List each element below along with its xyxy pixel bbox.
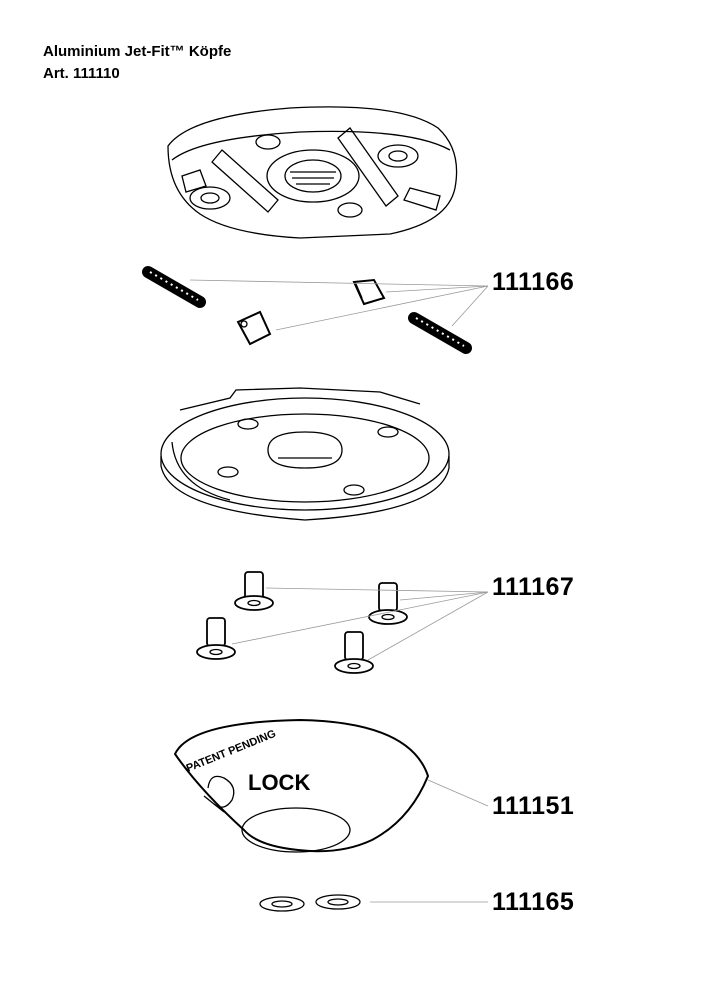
lock-cap: PATENT PENDING LOCK: [173, 718, 489, 853]
article-number: Art. 111110: [43, 65, 120, 82]
drawing-title: Aluminium Jet-Fit™ Köpfe: [43, 43, 232, 60]
lock-symbol-icon: [203, 775, 235, 813]
part-number-111151: 111151: [492, 792, 575, 820]
base-plate: [160, 387, 450, 521]
line-clip-lower: [236, 310, 272, 346]
part-number-111165: 111165: [492, 888, 575, 916]
part-number-111167: 111167: [492, 573, 575, 601]
washers-group: [259, 894, 488, 912]
leader-line-111151: [427, 779, 489, 807]
washer-1: [259, 896, 305, 912]
line-clip-upper: [352, 278, 386, 306]
part-number-111166: 111166: [492, 268, 575, 296]
pins-and-clips-group: [142, 266, 489, 354]
screw-3: [196, 617, 236, 660]
screw-4: [334, 631, 374, 674]
washer-2: [315, 894, 361, 910]
leader-lines-111167: [231, 587, 489, 661]
drawing-header: Aluminium Jet-Fit™ Köpfe Art. 111110: [43, 41, 231, 85]
screw-1: [234, 571, 274, 611]
trimmer-head-housing: [167, 106, 458, 239]
threaded-pin-left: [142, 266, 206, 308]
screws-group: [196, 571, 489, 674]
cap-lock-text: LOCK: [248, 770, 310, 795]
screw-2: [368, 582, 408, 625]
threaded-pin-right: [408, 312, 472, 354]
leader-lines-111166: [189, 279, 489, 331]
